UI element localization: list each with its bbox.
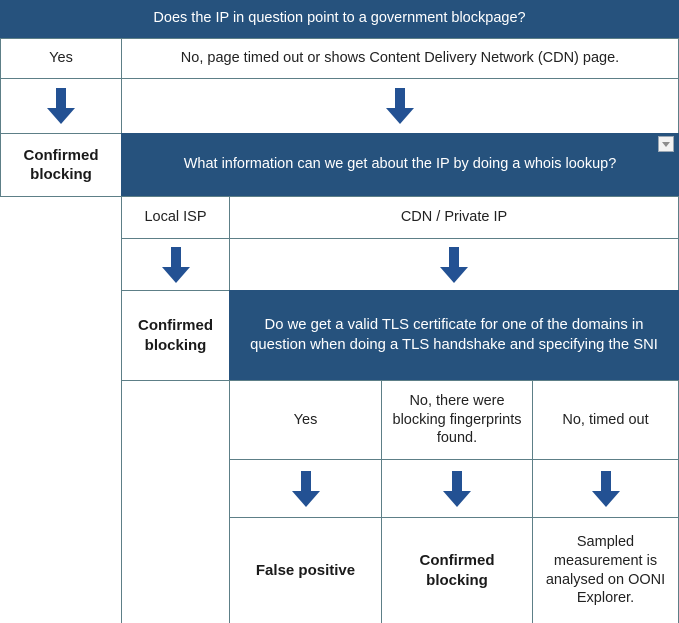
level3-question: Do we get a valid TLS certificate for on… — [229, 290, 679, 381]
level3-answer-2: No, timed out — [532, 380, 679, 460]
level1-outcome-confirmed-blocking: Confirmed blocking — [0, 133, 122, 197]
down-arrow-icon — [291, 470, 320, 507]
down-arrow-icon — [443, 470, 471, 507]
down-arrow-icon — [591, 470, 620, 507]
chevron-down-icon[interactable] — [658, 136, 674, 152]
level2-answer-local-isp: Local ISP — [121, 196, 230, 239]
level3-outcome-2: Sampled measurement is analysed on OONI … — [532, 517, 679, 623]
level3-outcome-0: False positive — [229, 517, 382, 623]
level2-question: What information can we get about the IP… — [121, 133, 679, 197]
level2-answer-cdn: CDN / Private IP — [229, 196, 679, 239]
level3-arrow-2-cell — [532, 459, 679, 518]
level1-arrow-no-cell — [121, 78, 679, 134]
level1-question: Does the IP in question point to a gover… — [0, 0, 679, 38]
level3-answer-1: No, there were blocking fingerprints fou… — [381, 380, 533, 460]
chevron-down-glyph — [662, 141, 670, 147]
level2-arrow-cdn-cell — [229, 238, 679, 291]
level2-arrow-local-isp-cell — [121, 238, 230, 291]
level1-answer-no: No, page timed out or shows Content Deli… — [121, 38, 679, 79]
column-divider-2 — [229, 381, 230, 623]
level3-arrow-0-cell — [229, 459, 382, 518]
level1-answer-yes: Yes — [0, 38, 122, 79]
level2-outcome-confirmed-blocking: Confirmed blocking — [121, 290, 230, 381]
down-arrow-icon — [440, 246, 468, 283]
level3-answer-0: Yes — [229, 380, 382, 460]
down-arrow-icon — [47, 88, 75, 124]
down-arrow-icon — [161, 246, 190, 283]
column-divider-1 — [121, 197, 122, 623]
level1-arrow-yes-cell — [0, 78, 122, 134]
level3-outcome-1: Confirmed blocking — [381, 517, 533, 623]
down-arrow-icon — [386, 88, 414, 124]
level3-arrow-1-cell — [381, 459, 533, 518]
